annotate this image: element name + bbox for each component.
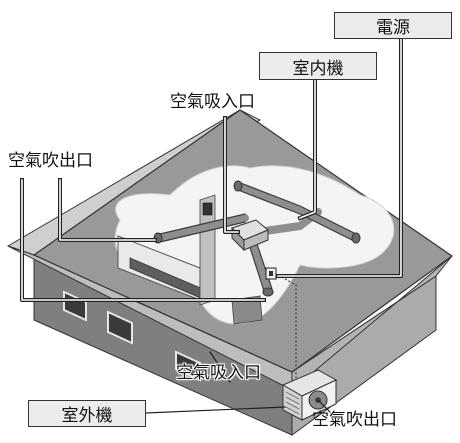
air-intake-label-bottom: 空氣吸入口 [176, 363, 261, 383]
indoor-unit-side [243, 229, 269, 251]
indoor-unit-label: 室内機 [259, 52, 377, 80]
power-supply-label: 電源 [334, 12, 452, 39]
ducts [156, 182, 360, 294]
air-outlet-label-left: 空氣吹出口 [8, 151, 93, 171]
control-panel [202, 202, 213, 216]
air-outlet-label-bottom: 空氣吹出口 [312, 410, 397, 430]
duct-outlines [159, 181, 357, 292]
outdoor-unit-label: 室外機 [28, 400, 146, 427]
interior-wall-2 [231, 295, 263, 325]
leader-lines [20, 36, 403, 414]
air-intake-label-top: 空氣吸入口 [170, 92, 255, 112]
refrigerant-pipe [277, 274, 297, 378]
